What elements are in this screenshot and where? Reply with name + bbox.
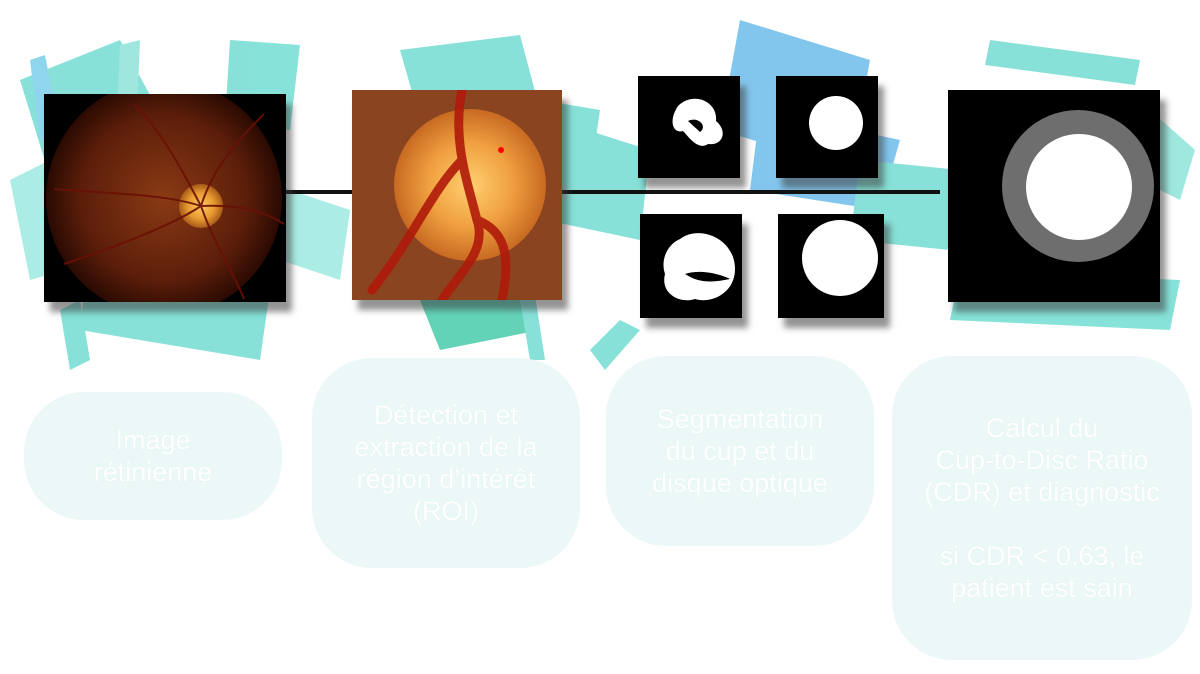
- step-label-cdr-diagnosis: Calcul du Cup-to-Disc Ratio (CDR) et dia…: [892, 356, 1192, 660]
- step-label-segmentation: Segmentation du cup et du disque optique: [606, 356, 874, 546]
- cdr-overlay-panel: [948, 90, 1160, 302]
- disc-mask-bottom-panel: [778, 214, 884, 318]
- disc-mask-top-panel: [776, 76, 878, 178]
- roi-image: [352, 90, 562, 300]
- cup-mask-icon: [663, 233, 735, 301]
- disc-mask-icon: [802, 220, 878, 296]
- cup-mask-top-panel: [638, 76, 740, 178]
- fundus-image-panel: [44, 94, 286, 302]
- step-label-roi-extraction: Détection et extraction de la région d’i…: [312, 358, 580, 568]
- cdr-overlay-icon: [1002, 110, 1154, 262]
- fundus-image: [46, 94, 285, 302]
- step-label-retinal-image: Image rétinienne: [24, 392, 282, 520]
- cup-mask-bottom-panel: [640, 214, 742, 318]
- roi-image-panel: [352, 90, 562, 300]
- disc-mask-icon: [809, 96, 863, 150]
- cup-mask-icon: [672, 98, 723, 146]
